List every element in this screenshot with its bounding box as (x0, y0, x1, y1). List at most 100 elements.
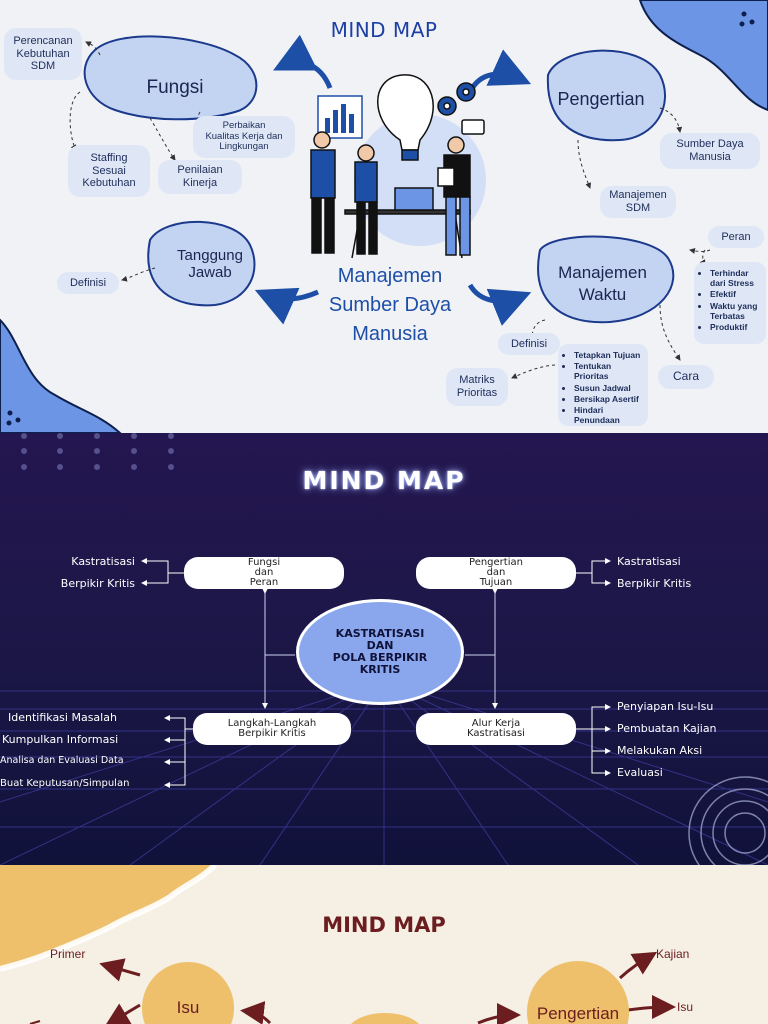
leaf-line: Sesuai (92, 164, 126, 177)
leaf-identifikasi-masalah: Identifikasi Masalah (8, 711, 117, 724)
leaf-line: Lingkungan (219, 141, 269, 153)
node-manajemen-waktu-line1: Manajemen (558, 263, 647, 282)
peran-item: Produktif (710, 322, 760, 332)
leaf-berpikir-kritis-left: Berpikir Kritis (60, 577, 135, 590)
center-line: Manajemen (337, 265, 443, 287)
leaf-kajian: Kajian (656, 947, 690, 961)
cara-item: Tentukan Prioritas (574, 361, 642, 381)
leaf-line: Kinerja (182, 177, 218, 189)
node-pengertian-dan-tujuan: Pengertian dan Tujuan (416, 557, 576, 589)
team-illustration (310, 74, 486, 259)
leaf-definisi-manajemen-waktu: Definisi (498, 333, 560, 355)
leaf-evaluasi: Evaluasi (617, 766, 663, 779)
mind-map-panel-isu: MIND MAP Isu Primer Pengertian Kajian Is… (0, 865, 768, 1024)
leaf-manajemen-sdm: Manajemen SDM (600, 186, 676, 218)
leaf-line: Sumber Daya (676, 138, 744, 151)
leaf-perbaikan-kualitas: Perbaikan Kualitas Kerja dan Lingkungan (193, 116, 295, 158)
leaf-line: Perbaikan (222, 119, 266, 131)
node-line: Tujuan (479, 577, 513, 588)
leaf-line: Kebutuhan (16, 47, 70, 60)
leaf-line: Manusia (689, 151, 731, 163)
leaf-melakukan-aksi: Melakukan Aksi (617, 744, 703, 757)
leaf-isu: Isu (677, 1000, 694, 1014)
bubble-fungsi (83, 35, 258, 121)
leaf-matriks-prioritas: Matriks Prioritas (446, 368, 508, 406)
node-tanggung-jawab-line2: Jawab (188, 263, 232, 281)
node-line: dan (254, 567, 274, 578)
node-fungsi-dan-peran: Fungsi dan Peran (184, 557, 344, 589)
list-peran: Terhindar dari Stress Efektif Waktu yang… (694, 262, 766, 344)
node-line: Berpikir Kritis (238, 728, 306, 739)
node-line: Kastratisasi (467, 728, 525, 739)
peran-item: Terhindar dari Stress (710, 268, 760, 288)
mind-map-panel-kastratisasi: MIND MAP Fungsi dan Peran Pengertian dan… (0, 433, 768, 865)
leaf-line: Kebutuhan (82, 177, 136, 190)
cara-item: Susun Jadwal (574, 383, 642, 393)
leaf-definisi-tanggung-jawab: Definisi (57, 272, 119, 294)
node-pengertian: Pengertian (557, 89, 645, 109)
leaf-line: Staffing (90, 152, 128, 165)
leaf-kumpulkan-informasi: Kumpulkan Informasi (2, 733, 119, 746)
node-peran: Peran (708, 226, 764, 248)
leaf-line: SDM (625, 202, 651, 214)
center-line: POLA BERPIKIR (332, 651, 428, 664)
list-cara: Tetapkan Tujuan Tentukan Prioritas Susun… (558, 344, 648, 426)
leaf-sumber-daya-manusia: Sumber Daya Manusia (660, 133, 760, 169)
node-line: dan (486, 567, 506, 578)
leaf-analisa-evaluasi-data: Analisa dan Evaluasi Data (0, 755, 124, 766)
node-pengertian-isu: Pengertian (536, 1004, 620, 1023)
node-line: Peran (249, 577, 279, 588)
center-line: Sumber Daya (328, 294, 452, 316)
leaf-berpikir-kritis-right: Berpikir Kritis (617, 577, 692, 590)
corner-blob-bottom-left (0, 318, 122, 433)
node-line: Pengertian (469, 557, 523, 568)
mind-map-panel-sdm: MIND MAP Fungsi Pengertian Tanggung Jawa… (0, 0, 768, 433)
leaf-primer: Primer (50, 947, 86, 961)
peran-item: Efektif (710, 289, 760, 299)
center-line: Manusia (352, 323, 428, 345)
leaf-penilaian-kinerja: Penilaian Kinerja (158, 160, 242, 194)
leaf-line: SDM (30, 60, 56, 73)
leaf-staffing-sesuai-kebutuhan: Staffing Sesuai Kebutuhan (68, 145, 150, 197)
node-line: Langkah-Langkah (227, 718, 317, 729)
peran-item: Waktu yang Terbatas (710, 301, 760, 321)
center-line: DAN (366, 639, 394, 652)
leaf-kastratisasi-right: Kastratisasi (617, 555, 681, 568)
leaf-line: Perencanan (13, 35, 73, 48)
leaf-line: Matriks (459, 374, 495, 387)
corner-blob-top-right (638, 0, 768, 112)
leaf-line: Prioritas (456, 387, 498, 399)
panel1-title: MIND MAP (330, 18, 438, 42)
center-kastratisasi-pola-berpikir-kritis: KASTRATISASI DAN POLA BERPIKIR KRITIS (296, 599, 464, 705)
cara-item: Hindari Penundaan (574, 405, 642, 425)
node-fungsi: Fungsi (146, 77, 204, 98)
leaf-line: Manajemen (609, 189, 667, 202)
leaf-penyiapan-isu: Penyiapan Isu-Isu (617, 700, 714, 713)
panel3-decorations (0, 865, 676, 1024)
center-line: KRITIS (359, 663, 401, 676)
leaf-line: Kualitas Kerja dan (205, 130, 283, 142)
panel2-title: MIND MAP (302, 466, 466, 495)
node-isu: Isu (176, 998, 200, 1017)
center-title-msdm: Manajemen Sumber Daya Manusia (300, 262, 480, 349)
cara-item: Bersikap Asertif (574, 394, 642, 404)
node-alur-kerja-kastratisasi: Alur Kerja Kastratisasi (416, 713, 576, 745)
node-cara: Cara (658, 365, 714, 389)
node-langkah-berpikir-kritis: Langkah-Langkah Berpikir Kritis (193, 713, 351, 745)
panel2-decorations (0, 433, 768, 865)
bubble-pengertian (546, 49, 666, 142)
node-manajemen-waktu: Manajemen Waktu (540, 262, 665, 306)
panel3-title: MIND MAP (322, 913, 446, 937)
leaf-pembuatan-kajian: Pembuatan Kajian (617, 722, 717, 735)
bubble-manajemen-waktu (537, 235, 675, 324)
node-tanggung-jawab: Tanggung Jawab (155, 247, 265, 281)
cara-item: Tetapkan Tujuan (574, 350, 642, 360)
torn-paper-corner (0, 865, 215, 969)
leaf-line: Penilaian (177, 164, 223, 177)
node-manajemen-waktu-line2: Waktu (578, 285, 627, 304)
node-line: Alur Kerja (471, 718, 521, 729)
leaf-kastratisasi-left: Kastratisasi (71, 555, 135, 568)
node-tanggung-jawab-line1: Tanggung (177, 247, 243, 264)
leaf-perencanan-kebutuhan-sdm: Perencanan Kebutuhan SDM (4, 28, 82, 80)
leaf-buat-keputusan: Buat Keputusan/Simpulan (0, 778, 130, 789)
